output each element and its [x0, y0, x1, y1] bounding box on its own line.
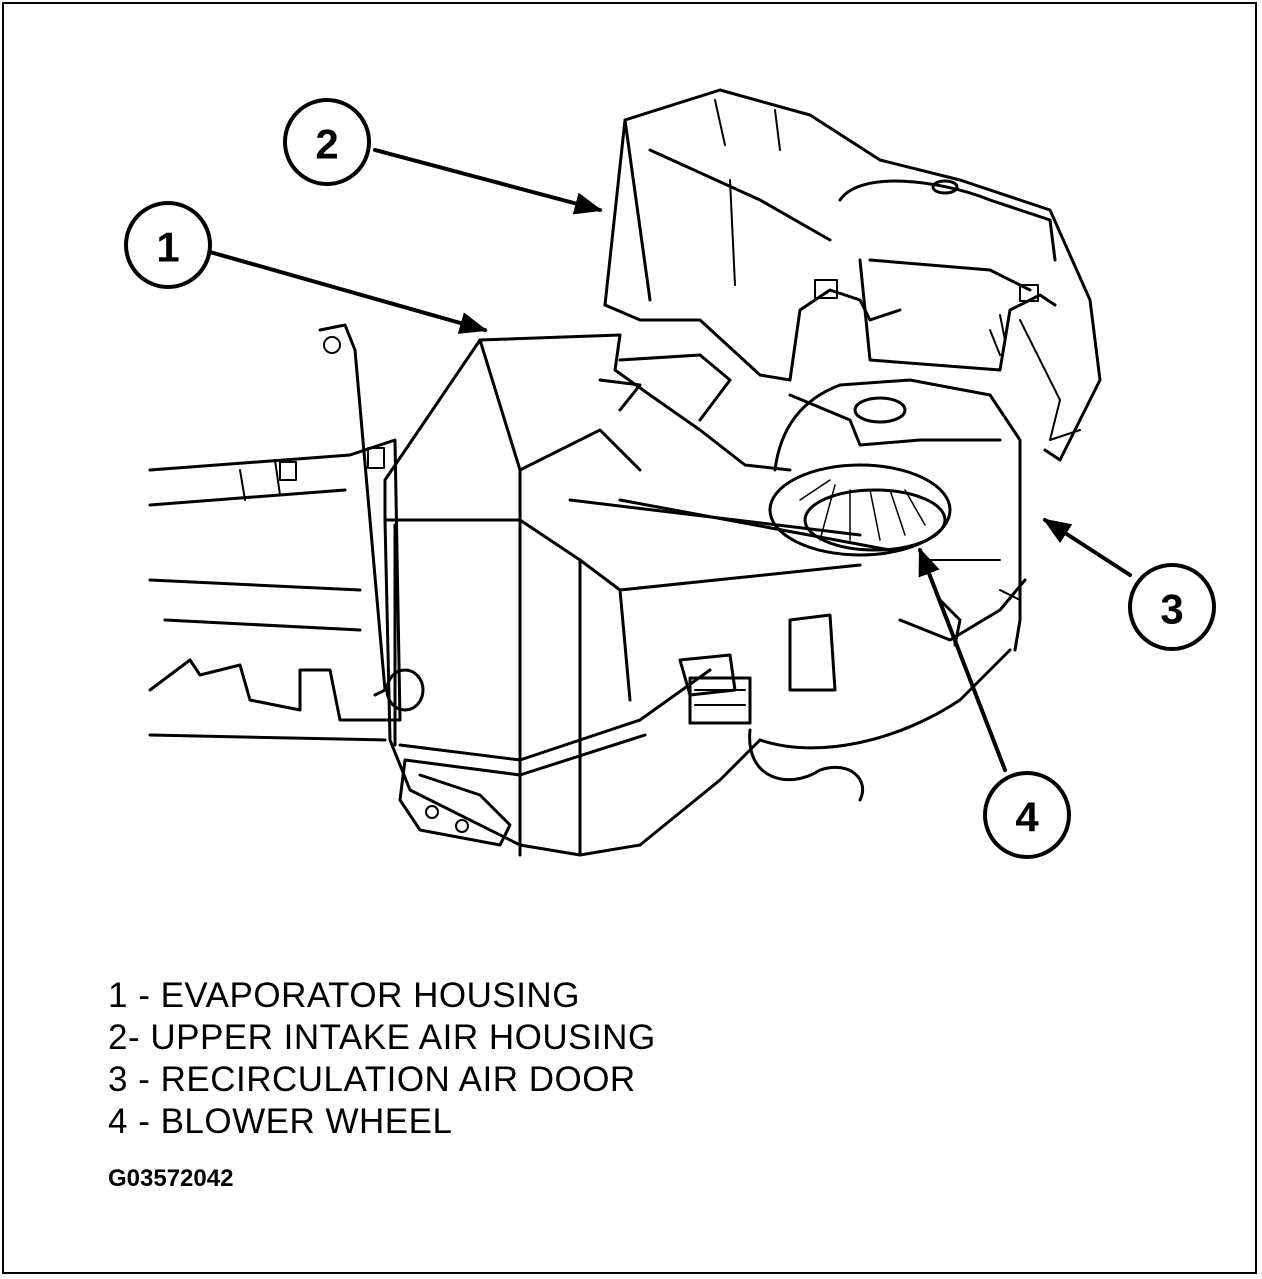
- callout-number-1: 1: [156, 224, 179, 271]
- left-duct-section: [148, 438, 402, 742]
- blower-housing: [758, 378, 1027, 750]
- legend-item-2: 2- UPPER INTAKE AIR HOUSING: [108, 1018, 656, 1057]
- component-legend: 1 - EVAPORATOR HOUSING 2- UPPER INTAKE A…: [108, 975, 656, 1143]
- blower-connector: [678, 613, 865, 802]
- leader-3: [1042, 518, 1132, 577]
- callout-leaders: [208, 148, 1132, 772]
- upper-intake-air-housing: [603, 88, 1102, 462]
- callout-circle-4: [983, 771, 1071, 859]
- callout-number-2: 2: [315, 121, 338, 168]
- callout-number-3: 3: [1160, 586, 1183, 633]
- leader-2: [373, 148, 603, 215]
- figure-id: G03572042: [108, 1165, 234, 1192]
- evaporator-housing: [383, 333, 892, 857]
- callout-circle-2: [283, 98, 371, 186]
- legend-item-1: 1 - EVAPORATOR HOUSING: [108, 976, 580, 1015]
- legend-item-3: 3 - RECIRCULATION AIR DOOR: [108, 1060, 636, 1099]
- mounting-bracket: [318, 323, 512, 847]
- callout-number-4: 4: [1015, 794, 1039, 841]
- callout-circle-1: [124, 201, 212, 289]
- callout-circle-3: [1128, 563, 1216, 651]
- legend-item-4: 4 - BLOWER WHEEL: [108, 1102, 453, 1141]
- leader-4: [918, 547, 1007, 772]
- leader-1: [208, 250, 488, 334]
